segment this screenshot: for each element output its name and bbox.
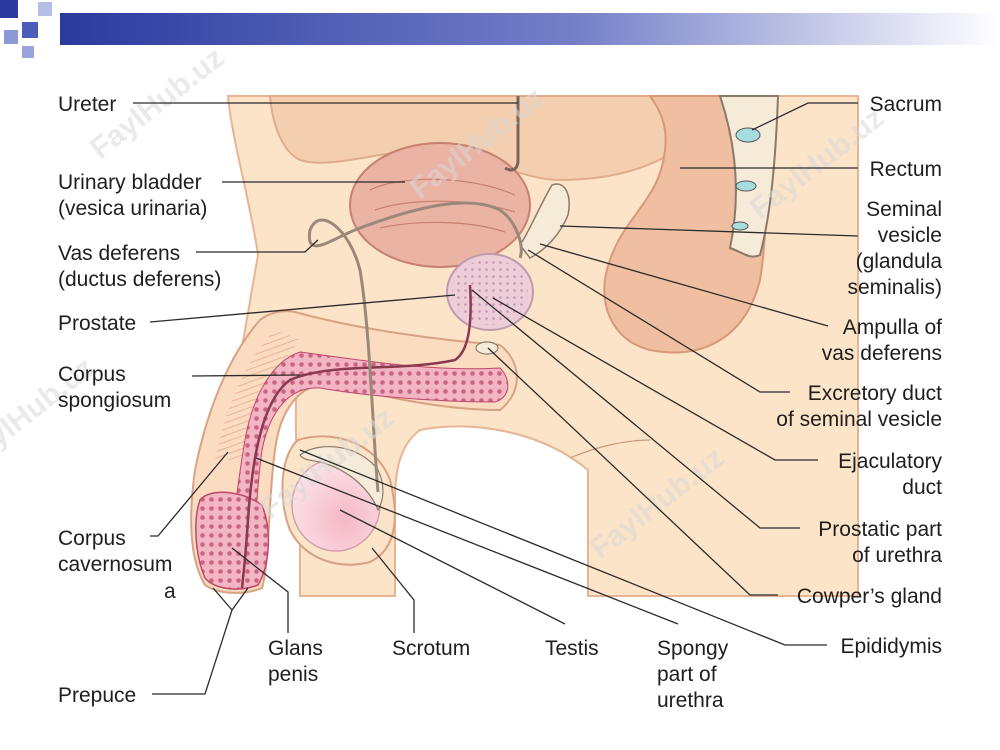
label-rectum: Rectum: [870, 158, 942, 181]
label-glans-2: penis: [268, 663, 318, 686]
label-sv-4: seminalis): [847, 276, 942, 299]
label-spongy-3: urethra: [657, 689, 724, 712]
label-pu-2: of urethra: [852, 544, 942, 567]
label-sv-3: (glandula: [856, 250, 943, 273]
label-exc-1: Excretory duct: [808, 382, 942, 405]
label-cc-2: cavernosum: [58, 553, 172, 576]
label-cowper: Cowper’s gland: [797, 585, 942, 608]
label-sacrum: Sacrum: [870, 93, 942, 116]
label-spongy-2: part of: [657, 663, 717, 686]
header-decoration: [0, 0, 1000, 58]
leader-lines: [133, 102, 859, 695]
epididymis-shape: [299, 446, 384, 512]
label-ejac-2: duct: [902, 476, 942, 499]
label-prepuce: Prepuce: [58, 684, 136, 707]
label-ejac-1: Ejaculatory: [838, 450, 942, 473]
label-vas-2: (ductus deferens): [58, 268, 221, 291]
label-glans-1: Glans: [268, 637, 323, 660]
label-testis: Testis: [545, 637, 599, 660]
label-sv-2: vesicle: [878, 224, 942, 247]
label-cs-1: Corpus: [58, 363, 126, 386]
label-amp-1: Ampulla of: [843, 316, 942, 339]
ureter-line: [504, 96, 520, 172]
label-scrotum: Scrotum: [392, 637, 470, 660]
label-cs-2: spongiosum: [58, 389, 171, 412]
urethra-line: [240, 284, 472, 589]
label-epid: Epididymis: [840, 635, 942, 658]
label-exc-2: of seminal vesicle: [776, 408, 942, 431]
illustration: [190, 95, 859, 597]
label-prostate: Prostate: [58, 312, 136, 335]
label-panel: a: [164, 580, 176, 603]
label-bladder-2: (vesica urinaria): [58, 197, 207, 220]
labels: Ureter Urinary bladder (vesica urinaria)…: [58, 93, 942, 712]
vas-deferens-line: [307, 201, 523, 493]
label-vas-1: Vas deferens: [58, 242, 180, 265]
label-cc-1: Corpus: [58, 527, 126, 550]
cowpers-gland-shape: [475, 341, 499, 355]
label-spongy-1: Spongy: [657, 637, 729, 660]
seminal-vesicle-shape: [519, 183, 570, 259]
label-bladder-1: Urinary bladder: [58, 171, 202, 194]
label-sv-1: Seminal: [866, 198, 942, 221]
sacrum-shape: [718, 95, 780, 258]
label-ureter: Ureter: [58, 93, 116, 116]
label-amp-2: vas deferens: [822, 342, 942, 365]
label-pu-1: Prostatic part: [818, 518, 942, 541]
